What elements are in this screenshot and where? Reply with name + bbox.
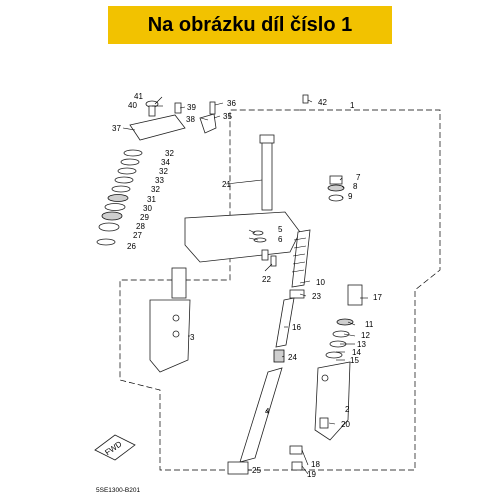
- label-part-28: 28: [136, 222, 145, 231]
- part-labels: 1 2 3 4 5 6 7 8 9 10 11 12 13 14 15 16 1…: [112, 92, 382, 479]
- label-part-8: 8: [353, 182, 358, 191]
- label-part-29: 29: [140, 213, 149, 222]
- label-part-4: 4: [265, 407, 270, 416]
- label-part-14: 14: [352, 348, 361, 357]
- label-part-6: 6: [278, 235, 283, 244]
- label-part-35: 35: [223, 112, 232, 121]
- label-part-18: 18: [311, 460, 320, 469]
- right-fork-outer-tube: [289, 284, 363, 471]
- label-part-3: 3: [190, 333, 195, 342]
- label-part-13: 13: [357, 340, 366, 349]
- label-part-38: 38: [186, 115, 195, 124]
- label-part-37: 37: [112, 124, 121, 133]
- label-part-10: 10: [316, 278, 325, 287]
- label-part-27: 27: [133, 231, 142, 240]
- label-part-7: 7: [356, 173, 361, 182]
- label-part-25: 25: [252, 466, 261, 475]
- label-part-40: 40: [128, 101, 137, 110]
- leader-lines: [122, 96, 368, 475]
- label-part-2: 2: [345, 405, 350, 414]
- label-part-12: 12: [361, 331, 370, 340]
- label-part-19: 19: [307, 470, 316, 479]
- label-part-30: 30: [143, 204, 152, 213]
- title-banner: Na obrázku díl číslo 1: [108, 6, 392, 44]
- label-part-11: 11: [365, 320, 374, 329]
- inner-fork-tube: [227, 367, 283, 475]
- label-part-26: 26: [127, 242, 136, 251]
- label-part-15: 15: [350, 356, 359, 365]
- label-part-32-upper: 32: [165, 149, 174, 158]
- label-part-32-middle: 32: [159, 167, 168, 176]
- label-part-39: 39: [187, 103, 196, 112]
- steering-bearing-stack: [96, 149, 143, 246]
- label-part-1: 1: [350, 101, 355, 110]
- spring-seat-parts: [327, 175, 345, 202]
- part-1-boundary: [119, 109, 441, 471]
- small-bolts: [252, 94, 309, 267]
- label-part-32-lower: 32: [151, 185, 160, 194]
- label-part-41: 41: [134, 92, 143, 101]
- label-part-34: 34: [161, 158, 170, 167]
- steering-stem: [184, 134, 301, 263]
- label-part-42: 42: [318, 98, 327, 107]
- label-part-23: 23: [312, 292, 321, 301]
- label-part-9: 9: [348, 192, 353, 201]
- handlebar-holder: [129, 100, 217, 141]
- label-part-31: 31: [147, 195, 156, 204]
- label-part-20: 20: [341, 420, 350, 429]
- label-part-22: 22: [262, 275, 271, 284]
- label-part-36: 36: [227, 99, 236, 108]
- fwd-direction-mark: FWD: [94, 434, 136, 461]
- page-title: Na obrázku díl číslo 1: [147, 13, 353, 36]
- label-part-17: 17: [373, 293, 382, 302]
- label-part-33: 33: [155, 176, 164, 185]
- label-part-24: 24: [288, 353, 297, 362]
- diagram-code: 5SE1300-B201: [96, 487, 140, 494]
- label-part-5: 5: [278, 225, 283, 234]
- left-fork-outer-tube: [149, 267, 191, 373]
- label-part-16: 16: [292, 323, 301, 332]
- label-part-21: 21: [222, 180, 231, 189]
- damper-rod-assembly: [273, 229, 311, 363]
